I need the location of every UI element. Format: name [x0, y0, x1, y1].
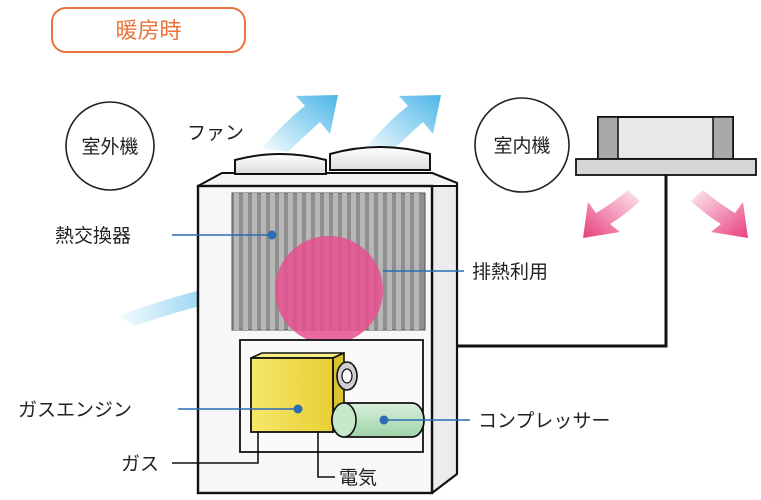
mode-label: 暖房時	[115, 19, 181, 44]
fan-label: ファン	[187, 122, 244, 144]
indoor-unit	[575, 116, 757, 176]
outdoor-unit-badge: 室外機	[65, 101, 155, 191]
heat-exchanger-fin	[405, 193, 410, 330]
gas-label: ガス	[121, 453, 159, 475]
exhaust-heat-circle	[275, 236, 383, 344]
electricity-label: 電気	[339, 467, 377, 489]
exhaust-airflow-arrows	[262, 95, 441, 152]
warm-airflow-arrows	[583, 190, 748, 238]
outdoor-unit-label: 室外機	[81, 136, 138, 158]
heat-exchanger-label: 熱交換器	[55, 225, 131, 247]
heat-exchanger-fin	[414, 193, 419, 330]
heat-exchanger-fin	[261, 193, 266, 330]
heat-exchanger-fin	[243, 193, 248, 330]
mode-badge: 暖房時	[51, 7, 246, 53]
heat-exchanger-fin	[234, 193, 239, 330]
heat-exchanger-fin	[396, 193, 401, 330]
heat-exchanger-fin	[252, 193, 257, 330]
compressor-label: コンプレッサー	[478, 410, 610, 432]
heat-exchanger-fin	[279, 193, 284, 330]
heat-exchanger-fin	[387, 193, 392, 330]
refrigerant-pipe	[457, 175, 668, 348]
gas-engine-marker	[293, 404, 303, 414]
compressor-marker	[379, 415, 389, 425]
compressor	[331, 402, 425, 438]
leader-lines	[172, 230, 470, 478]
indoor-unit-badge: 室内機	[474, 97, 570, 193]
heat-exchanger-fin	[378, 193, 383, 330]
heat-exchanger-fin	[270, 193, 275, 330]
heat-exchanger-marker	[267, 230, 277, 240]
gas-engine-label: ガスエンジン	[18, 399, 132, 421]
fan-caps	[234, 146, 431, 175]
exhaust-heat-use-label: 排熱利用	[472, 261, 548, 283]
indoor-unit-label: 室内機	[493, 135, 550, 157]
